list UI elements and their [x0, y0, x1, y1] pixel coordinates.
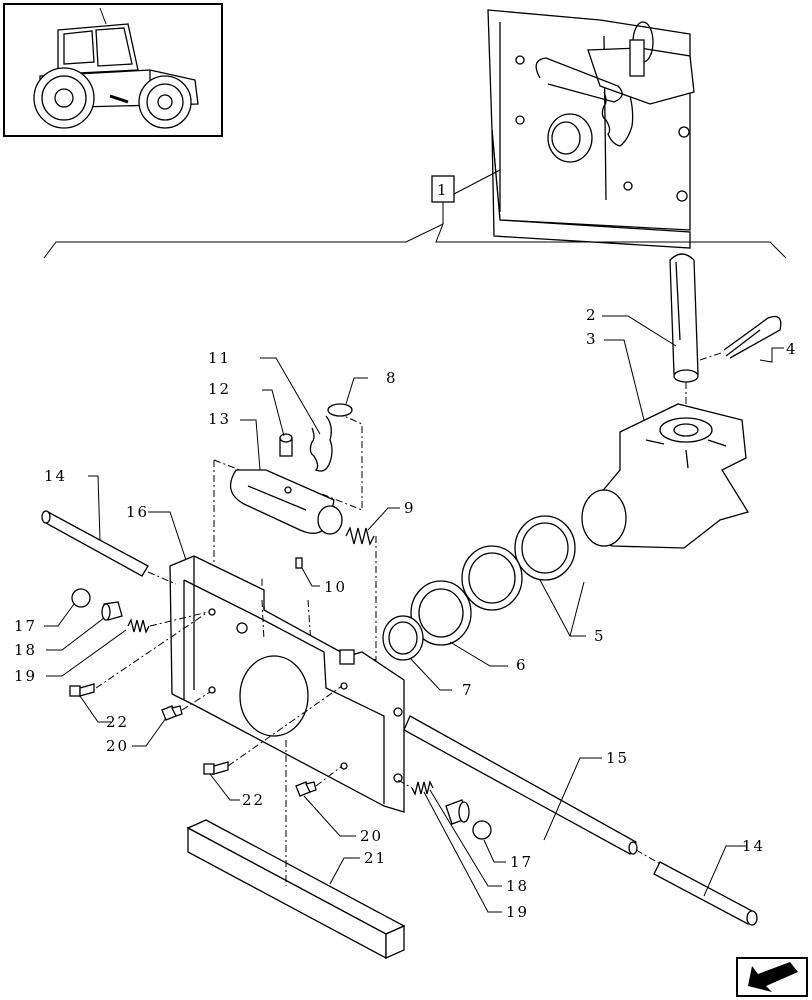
part-11-chain [309, 403, 353, 472]
callout-leaders [44, 315, 784, 913]
part-6-ring [410, 580, 472, 646]
back-arrow-icon[interactable] [736, 957, 808, 997]
part-2-pin [669, 253, 699, 430]
part-5-ring-large [514, 515, 576, 581]
callout-20-left: 20 [106, 737, 129, 755]
callout-17-right: 17 [510, 853, 533, 871]
part-19-spring-left [127, 618, 150, 634]
part-10-pin [295, 557, 303, 569]
callout-19-right: 19 [506, 903, 529, 921]
group-reference: 1 [43, 169, 787, 259]
tractor-thumbnail-icon[interactable] [3, 3, 223, 137]
part-15-rod [403, 715, 638, 855]
part-22-bolt-left [69, 683, 95, 697]
callout-11: 11 [208, 349, 231, 367]
callout-21: 21 [364, 849, 387, 867]
callout-17-left: 17 [14, 617, 37, 635]
callout-22-right: 22 [242, 791, 265, 809]
callout-18-right: 18 [506, 877, 529, 895]
callout-9: 9 [404, 499, 416, 517]
part-19-spring-right [411, 780, 434, 796]
callout-7: 7 [462, 681, 474, 699]
part-13-handle [229, 469, 343, 535]
part-14-rod-left [41, 510, 149, 577]
callout-19-left: 19 [14, 667, 37, 685]
part-7-ring-small [382, 615, 424, 661]
part-12-grease-nipple [279, 433, 293, 457]
callout-3: 3 [586, 330, 598, 348]
callout-2: 2 [586, 306, 598, 324]
callout-8: 8 [386, 369, 398, 387]
callout-14-left: 14 [44, 467, 67, 485]
callout-20-right: 20 [360, 827, 383, 845]
part-16-frame [169, 555, 405, 813]
callout-12: 12 [208, 380, 231, 398]
part-9-spring [345, 526, 375, 546]
group-reference-label: 1 [437, 181, 449, 199]
callout-4: 4 [786, 340, 798, 358]
part-17-ball-left [71, 588, 91, 608]
part-17-ball-right [472, 820, 492, 840]
part-20-screw-left [161, 705, 183, 721]
part-18-bushing-left [101, 601, 123, 621]
part-21-base-bar [186, 819, 406, 960]
part-3-housing [581, 403, 750, 549]
callout-5: 5 [594, 627, 606, 645]
callout-18-left: 18 [14, 641, 37, 659]
part-20-screw-right [295, 781, 317, 797]
callout-22-left: 22 [106, 713, 129, 731]
part-5-ring-medium [461, 545, 523, 611]
callout-6: 6 [516, 656, 528, 674]
callout-10: 10 [324, 578, 347, 596]
callout-15: 15 [606, 749, 629, 767]
part-4-clip [699, 315, 782, 361]
callout-16: 16 [126, 503, 149, 521]
part-14-rod-right [653, 861, 758, 926]
part-22-bolt-right [203, 761, 229, 775]
callout-13: 13 [208, 410, 231, 428]
callout-14-right: 14 [742, 837, 765, 855]
assembled-hitch-view [487, 9, 695, 249]
callout-labels: 2 3 4 5 6 7 8 9 10 11 12 13 14 14 15 16 … [14, 306, 798, 921]
part-18-bushing-right [445, 799, 470, 825]
